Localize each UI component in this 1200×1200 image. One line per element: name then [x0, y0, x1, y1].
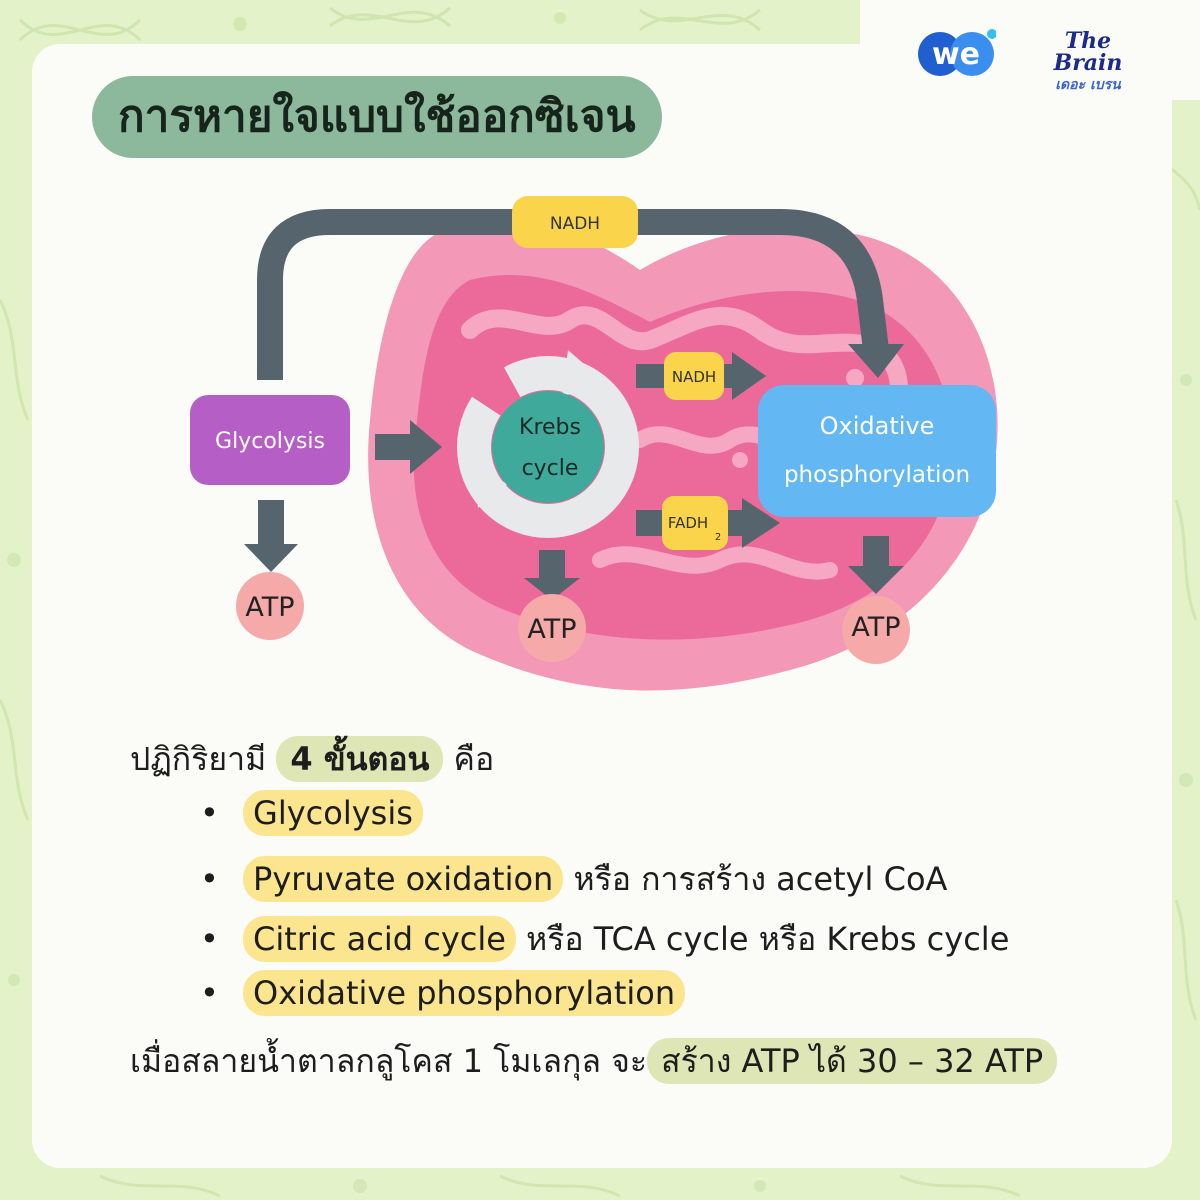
krebs-atp-arrow-shaft [539, 550, 565, 582]
the-brain-logo: The Brain เดอะ เบรน [1036, 28, 1140, 92]
step-rest: หรือ TCA cycle หรือ Krebs cycle [526, 920, 1010, 958]
krebs-ring-arrowhead [562, 350, 600, 398]
we-logo: we [918, 29, 996, 76]
atp-circle-mid [518, 594, 586, 662]
nadh-top-pill [512, 196, 638, 248]
intro-before: ปฏิกิริยามี [130, 740, 267, 778]
nadh-arc-arrowhead [848, 344, 904, 378]
glyco-atp-arrow-shaft [258, 500, 284, 546]
bullet: • [200, 974, 219, 1012]
nadh-arc-arrow [257, 209, 889, 380]
list-item: • Citric acid cycle หรือ TCA cycle หรือ … [130, 914, 1009, 965]
glyco-atp-arrowhead [244, 544, 298, 572]
oxphos-atp-arrowhead [848, 566, 904, 594]
summary-before: เมื่อสลายน้ำตาลกลูโคส 1 โมเลกุล จะ [130, 1042, 648, 1080]
glycolysis-box [190, 395, 350, 485]
list-item: • Pyruvate oxidation หรือ การสร้าง acety… [130, 854, 947, 905]
krebs-circle [492, 391, 604, 503]
step-highlight: Oxidative phosphorylation [243, 970, 686, 1016]
brain-logo-th: เดอะ เบรน [1055, 77, 1121, 93]
fadh-label: FADH [668, 514, 708, 532]
summary-highlight: สร้าง ATP ได้ 30 – 32 ATP [647, 1038, 1058, 1084]
intro-highlight: 4 ขั้นตอน [276, 736, 444, 782]
glyco-to-krebs-arrow-shaft [375, 434, 415, 460]
atp-circle-left [236, 572, 304, 640]
krebs-label-2: cycle [522, 456, 579, 481]
krebs-ring [457, 356, 639, 538]
oxphos-atp-arrow-shaft [863, 536, 889, 570]
nadh-mid-arrowhead [732, 352, 766, 400]
list-item: • Oxidative phosphorylation [130, 970, 686, 1016]
krebs-ring-arrowhead [474, 468, 508, 508]
step-rest: หรือ การสร้าง acetyl CoA [573, 860, 948, 898]
bullet: • [200, 794, 219, 832]
matrix-dot [846, 369, 864, 387]
logo-tab [860, 0, 1200, 100]
step-highlight: Citric acid cycle [243, 916, 516, 962]
page-title: การหายใจแบบใช้ออกซิเจน [92, 76, 662, 158]
atp-circle-right [842, 596, 910, 664]
intro-line: ปฏิกิริยามี 4 ขั้นตอน คือ [130, 734, 494, 785]
krebs-atp-arrowhead [524, 578, 580, 600]
step-highlight: Glycolysis [243, 790, 423, 836]
oxphos-label-1: Oxidative [820, 412, 935, 440]
list-item: • Glycolysis [130, 790, 423, 836]
intro-after: คือ [453, 740, 495, 778]
krebs-ring-gap [469, 364, 523, 418]
nadh-mid-label: NADH [672, 368, 716, 386]
glycolysis-label: Glycolysis [215, 429, 325, 454]
fadh-pill [662, 496, 728, 550]
glyco-to-krebs-arrowhead [410, 420, 442, 474]
oxphos-box [758, 385, 996, 517]
nadh-top-label: NADH [550, 214, 600, 234]
fadh-subscript: 2 [715, 532, 721, 543]
matrix-dot [732, 452, 748, 468]
brain-logo-en: The Brain [1053, 28, 1123, 76]
atp-left-label: ATP [245, 592, 294, 623]
bullet: • [200, 860, 219, 898]
atp-mid-label: ATP [527, 614, 576, 645]
step-highlight: Pyruvate oxidation [243, 856, 564, 902]
nadh-mid-pill [664, 352, 724, 400]
summary-line: เมื่อสลายน้ำตาลกลูโคส 1 โมเลกุล จะสร้าง … [130, 1036, 1058, 1087]
bullet: • [200, 920, 219, 958]
oxphos-label-2: phosphorylation [784, 462, 970, 488]
atp-right-label: ATP [851, 612, 900, 643]
krebs-label-1: Krebs [519, 415, 581, 440]
we-logo-text: we [932, 37, 980, 72]
fadh-arrowhead [742, 498, 780, 548]
